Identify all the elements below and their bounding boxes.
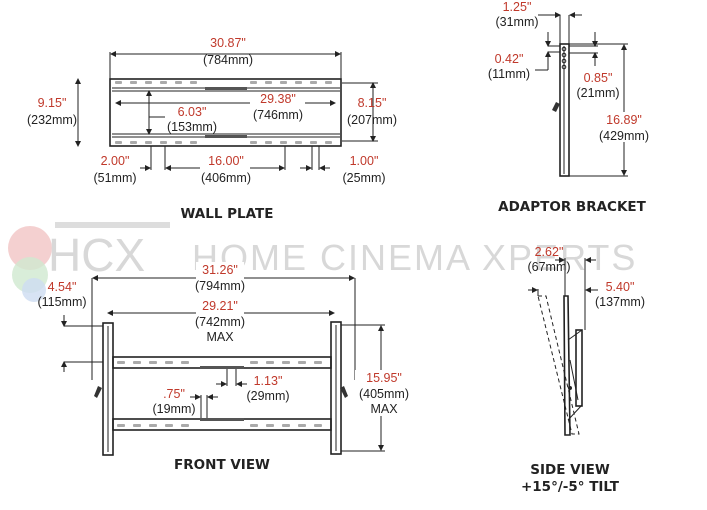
ab-top-offset-in: 0.42" — [495, 52, 524, 66]
hcx-logo-icon — [8, 222, 170, 302]
ab-length-in: 16.89" — [606, 113, 642, 127]
wp-right-height-mm: (207mm) — [347, 113, 397, 127]
ab-width-in: 1.25" — [503, 0, 532, 14]
fv-slot-a-mm: (29mm) — [246, 389, 289, 403]
fv-height-in: 15.95" — [366, 371, 402, 385]
fv-overall-width-in: 31.26" — [202, 263, 238, 277]
wp-width-in: 30.87" — [210, 36, 246, 50]
wp-right-offset-in: 1.00" — [350, 154, 379, 168]
wp-hole-spacing-mm: (406mm) — [201, 171, 251, 185]
ab-length-mm: (429mm) — [599, 129, 649, 143]
front-view-drawing: 31.26" (794mm) 29.21" (742mm) MAX 4.54" … — [37, 262, 413, 473]
fv-slot-b-mm: (19mm) — [152, 402, 195, 416]
sv-depth-max-in: 5.40" — [606, 280, 635, 294]
wp-left-offset-in: 2.00" — [101, 154, 130, 168]
fv-overall-width-mm: (794mm) — [195, 279, 245, 293]
wp-height-mm: (232mm) — [27, 113, 77, 127]
wall-plate-title: WALL PLATE — [181, 206, 274, 222]
watermark-text: HOME CINEMA XPERTS — [192, 237, 637, 278]
wp-height-in: 9.15" — [38, 96, 67, 110]
side-view-subtitle: +15°/-5° TILT — [521, 479, 620, 495]
ab-top-offset-mm: (11mm) — [488, 67, 530, 81]
wp-inner-height-in: 6.03" — [178, 105, 207, 119]
fv-slot-b-in: .75" — [163, 387, 185, 401]
fv-max-width-label: MAX — [206, 330, 234, 344]
fv-max-width-mm: (742mm) — [195, 315, 245, 329]
fv-height-label: MAX — [370, 402, 398, 416]
ab-hole-offset-in: 0.85" — [584, 71, 613, 85]
fv-slot-a-in: 1.13" — [254, 374, 283, 388]
wp-right-offset-mm: (25mm) — [342, 171, 385, 185]
wp-inner-width-mm: (746mm) — [253, 108, 303, 122]
fv-max-width-in: 29.21" — [202, 299, 238, 313]
wp-inner-width-in: 29.38" — [260, 92, 296, 106]
ab-hole-offset-mm: (21mm) — [576, 86, 619, 100]
fv-height-mm: (405mm) — [359, 387, 409, 401]
adaptor-bracket-drawing: 1.25" (31mm) 0.42" (11mm) 0.85" (21mm) 1… — [488, 0, 650, 215]
wall-plate-drawing: 30.87" (784mm) 9.15" (232mm) 29.38" (746… — [27, 36, 397, 222]
wp-left-offset-mm: (51mm) — [93, 171, 136, 185]
fv-side-offset-in: 4.54" — [48, 280, 77, 294]
wp-right-height-in: 8.15" — [358, 96, 387, 110]
wp-hole-spacing-in: 16.00" — [208, 154, 244, 168]
ab-width-mm: (31mm) — [495, 15, 538, 29]
sv-depth-min-mm: (67mm) — [527, 260, 570, 274]
sv-depth-max-mm: (137mm) — [595, 295, 645, 309]
side-view-title: SIDE VIEW — [530, 462, 610, 478]
fv-side-offset-mm: (115mm) — [37, 295, 86, 309]
wp-inner-height-mm: (153mm) — [167, 120, 217, 134]
side-view-drawing: 2.62" (67mm) 5.40" (137mm) SIDE VIEW +15… — [521, 245, 645, 495]
wp-width-mm: (784mm) — [203, 53, 253, 67]
watermark-logo: HCX — [48, 229, 145, 281]
adaptor-bracket-title: ADAPTOR BRACKET — [498, 199, 647, 215]
front-view-title: FRONT VIEW — [174, 457, 270, 473]
sv-depth-min-in: 2.62" — [535, 245, 564, 259]
